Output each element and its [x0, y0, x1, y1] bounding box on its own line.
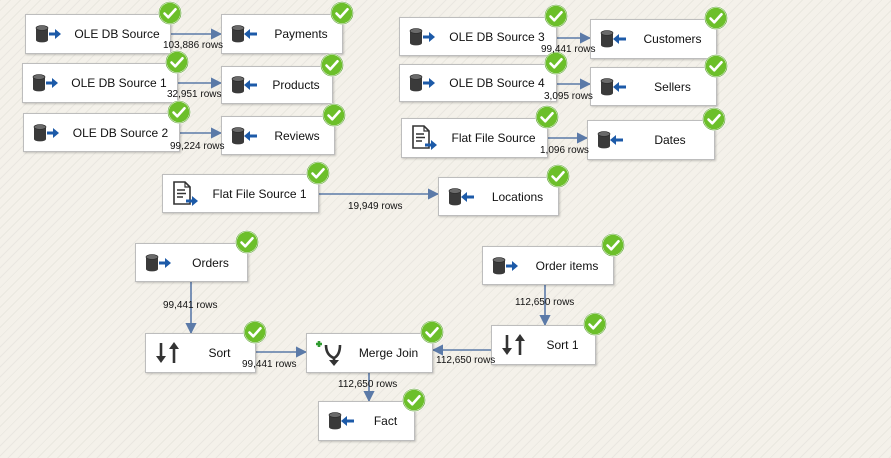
row-count-label: 99,224 rows	[170, 141, 225, 152]
ole-db-destination-icon	[439, 178, 483, 215]
row-count-label: 32,951 rows	[167, 89, 222, 100]
success-check-icon	[158, 1, 182, 25]
ole-db-destination-icon	[591, 68, 635, 105]
row-count-label: 112,650 rows	[436, 355, 496, 366]
component-items[interactable]: Order items	[482, 246, 614, 285]
ole-db-destination-icon	[222, 67, 266, 103]
ole-db-source-icon	[400, 18, 444, 55]
row-count-label: 99,441 rows	[163, 300, 218, 311]
component-label: Order items	[535, 258, 599, 273]
component-orders[interactable]: Orders	[135, 243, 248, 282]
ole-db-destination-icon	[588, 121, 632, 159]
component-label: Locations	[491, 189, 544, 204]
component-label: Payments	[274, 27, 328, 41]
component-prod[interactable]: Products	[221, 66, 333, 104]
row-count-label: 112,650 rows	[338, 379, 398, 390]
component-label: Reviews	[274, 128, 320, 143]
component-label: Fact	[373, 414, 398, 428]
ole-db-destination-icon	[222, 117, 266, 154]
merge-join-icon	[307, 334, 351, 372]
success-check-icon	[535, 105, 559, 129]
success-check-icon	[320, 53, 344, 77]
row-count-label: 3,095 rows	[544, 91, 593, 102]
success-check-icon	[322, 103, 346, 127]
component-sort1[interactable]: Sort 1	[491, 325, 596, 365]
row-count-label: 99,441 rows	[242, 359, 297, 370]
component-sort[interactable]: Sort	[145, 333, 256, 373]
ole-db-destination-icon	[222, 15, 266, 53]
component-label: Flat File Source	[451, 131, 536, 145]
component-label: OLE DB Source 4	[449, 76, 545, 90]
ole-db-source-icon	[26, 15, 70, 53]
component-ffs1[interactable]: Flat File Source 1	[162, 174, 319, 213]
component-label: Flat File Source 1	[212, 186, 307, 201]
ole-db-destination-icon	[319, 402, 363, 440]
component-sell[interactable]: Sellers	[590, 67, 717, 106]
ole-db-source-icon	[23, 64, 67, 102]
component-dates[interactable]: Dates	[587, 120, 715, 160]
success-check-icon	[306, 161, 330, 185]
sort-icon	[146, 334, 190, 372]
component-label: Dates	[654, 133, 686, 147]
ole-db-destination-icon	[591, 20, 635, 58]
row-count-label: 1,096 rows	[540, 145, 589, 156]
component-loc[interactable]: Locations	[438, 177, 559, 216]
component-cust[interactable]: Customers	[590, 19, 717, 59]
success-check-icon	[243, 320, 267, 344]
row-count-label: 112,650 rows	[515, 297, 575, 308]
sort-icon	[492, 326, 536, 364]
success-check-icon	[583, 312, 607, 336]
success-check-icon	[601, 233, 625, 257]
success-check-icon	[702, 107, 726, 131]
component-label: Sort 1	[546, 338, 579, 352]
success-check-icon	[167, 100, 191, 124]
success-check-icon	[402, 388, 426, 412]
component-rev[interactable]: Reviews	[221, 116, 335, 155]
flat-file-source-icon	[163, 175, 207, 212]
component-ole3[interactable]: OLE DB Source 3	[399, 17, 557, 56]
ole-db-source-icon	[136, 244, 180, 281]
flat-file-source-icon	[402, 119, 446, 157]
component-label: OLE DB Source 2	[72, 125, 169, 140]
component-label: Merge Join	[358, 346, 419, 360]
component-label: OLE DB Source	[74, 27, 160, 41]
component-label: Products	[272, 78, 320, 92]
component-ffs[interactable]: Flat File Source	[401, 118, 548, 158]
component-label: Sellers	[654, 79, 691, 94]
success-check-icon	[704, 54, 728, 78]
component-pay[interactable]: Payments	[221, 14, 343, 54]
component-fact[interactable]: Fact	[318, 401, 415, 441]
success-check-icon	[165, 50, 189, 74]
component-label: OLE DB Source 3	[449, 29, 545, 44]
success-check-icon	[704, 6, 728, 30]
success-check-icon	[544, 51, 568, 75]
success-check-icon	[546, 164, 570, 188]
ole-db-source-icon	[483, 247, 527, 284]
component-label: OLE DB Source 1	[71, 76, 167, 90]
row-count-label: 103,886 rows	[163, 40, 224, 51]
success-check-icon	[544, 4, 568, 28]
success-check-icon	[330, 1, 354, 25]
success-check-icon	[235, 230, 259, 254]
component-ole0[interactable]: OLE DB Source	[25, 14, 171, 54]
component-merge[interactable]: Merge Join	[306, 333, 433, 373]
component-ole4[interactable]: OLE DB Source 4	[399, 64, 557, 102]
component-ole2[interactable]: OLE DB Source 2	[23, 113, 180, 152]
row-count-label: 19,949 rows	[348, 201, 403, 212]
ole-db-source-icon	[400, 65, 444, 101]
ole-db-source-icon	[24, 114, 68, 151]
component-label: Orders	[192, 255, 229, 270]
component-label: Sort	[208, 346, 231, 360]
component-ole1[interactable]: OLE DB Source 1	[22, 63, 178, 103]
success-check-icon	[420, 320, 444, 344]
component-label: Customers	[643, 32, 702, 46]
row-count-label: 99,441 rows	[541, 44, 596, 55]
